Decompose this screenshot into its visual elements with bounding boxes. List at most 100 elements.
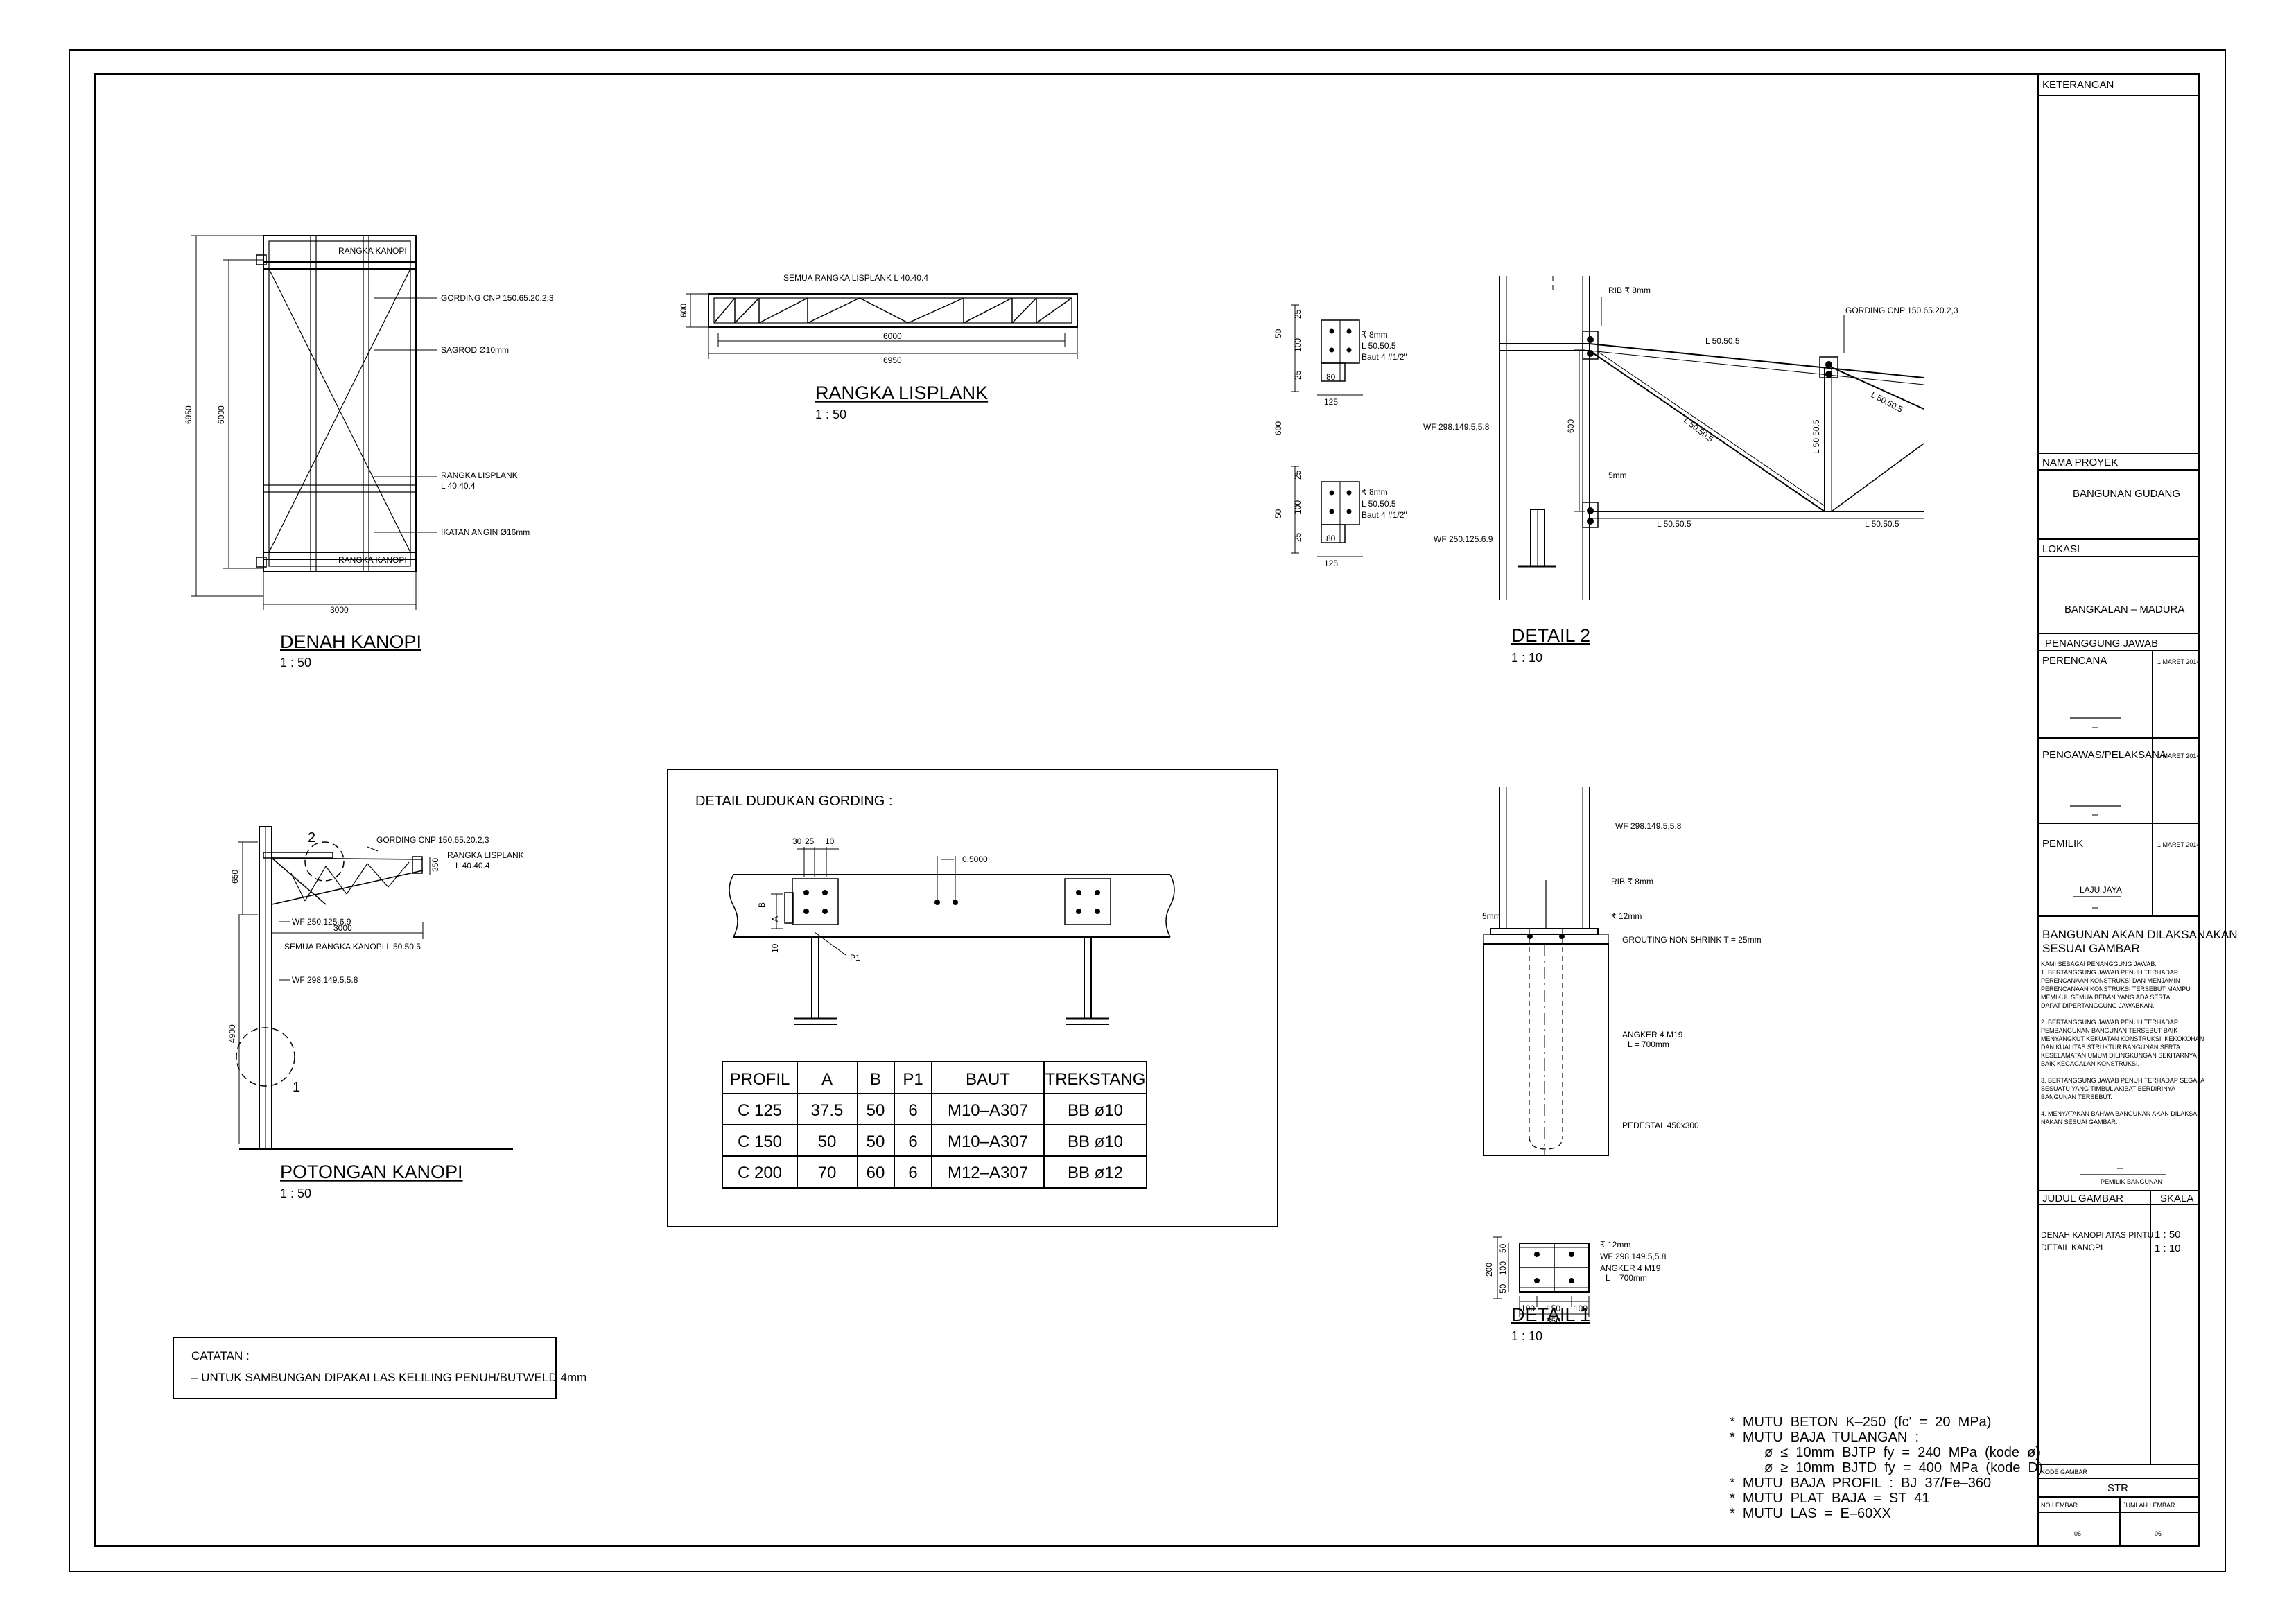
statement-line: PERENCANAAN KONSTRUKSI DAN MENJAMIN (2041, 977, 2180, 984)
d2-dim-50a: 50 (1273, 328, 1283, 338)
catatan-box (173, 1337, 557, 1399)
potongan-dim-4900: 4900 (227, 1024, 237, 1043)
tb-pemilik-date: 1 MARET 2014 (2157, 841, 2200, 848)
tb-jumlah-lembar-label: JUMLAH LEMBAR (2123, 1502, 2175, 1509)
statement-line: SESUATU YANG TIMBUL AKIBAT BERDIRINYA (2041, 1085, 2175, 1092)
table-cell: M10–A307 (948, 1132, 1028, 1151)
denah-ikatan-label: IKATAN ANGIN Ø16mm (441, 527, 530, 537)
table-header-cell: P1 (903, 1070, 923, 1089)
denah-kanopi-drawing (191, 235, 437, 610)
tb-skala-label: SKALA (2160, 1193, 2193, 1204)
d2-dim-25c: 25 (1293, 470, 1303, 480)
d2-l5: L 50.50.5 (1657, 519, 1691, 529)
rangka-lisplank-drawing (686, 293, 1078, 359)
table-cell: BB ø10 (1068, 1132, 1123, 1151)
tb-no-lembar-label: NO LEMBAR (2041, 1502, 2078, 1509)
dudukan-gording-frame (667, 769, 1278, 1227)
d2-dim-100b: 100 (1293, 500, 1303, 514)
potongan-semua: SEMUA RANGKA KANOPI L 50.50.5 (284, 942, 421, 952)
table-cell: M10–A307 (948, 1101, 1028, 1120)
denah-lisplank-label-2: L 40.40.4 (441, 481, 476, 491)
dudukan-bolts (803, 890, 1100, 914)
statement-line: 3. BERTANGGUNG JAWAB PENUH TERHADAP SEGA… (2041, 1077, 2204, 1084)
statement-line: PERENCANAAN KONSTRUKSI TERSEBUT MAMPU (2041, 985, 2191, 992)
dudukan-dim-25: 25 (805, 836, 815, 846)
d2-gording: GORDING CNP 150.65.20.2,3 (1845, 306, 1958, 315)
dudukan-dim-spacing: 0.5000 (962, 855, 988, 864)
detail-2-plates (1291, 304, 1363, 557)
potongan-callout-2: 2 (308, 830, 315, 845)
tb-pemilik-name: LAJU JAYA (2080, 885, 2122, 895)
detail-2-scale: 1 : 10 (1511, 651, 1542, 665)
tb-lokasi-label: LOKASI (2042, 543, 2080, 555)
tb-statement-title-2: SESUAI GAMBAR (2042, 942, 2140, 955)
table-header-cell: B (870, 1070, 881, 1089)
statement-line: 2. BERTANGGUNG JAWAB PENUH TERHADAP (2041, 1019, 2178, 1026)
d2-dim-25d: 25 (1293, 532, 1303, 542)
tb-dash-1: – (2092, 721, 2098, 733)
d1-p-plate: ₹ 12mm (1600, 1240, 1630, 1250)
d2-l6: L 50.50.5 (1865, 519, 1899, 529)
potongan-callout-1: 1 (293, 1080, 300, 1095)
potongan-wf-col: WF 298.149.5,5.8 (292, 975, 358, 985)
denah-gording-label: GORDING CNP 150.65.20.2,3 (441, 293, 554, 303)
d1-p-anchor-2: L = 700mm (1606, 1273, 1647, 1283)
statement-line: KAMI SEBAGAI PENANGGUNG JAWAB: (2041, 961, 2157, 967)
table-cell: 6 (908, 1101, 917, 1120)
table-header-cell: PROFIL (730, 1070, 790, 1089)
d2-weld: 5mm (1608, 471, 1627, 480)
d1-grout: GROUTING NON SHRINK T = 25mm (1622, 935, 1762, 945)
tb-jumlah-lembar: 06 (2155, 1530, 2162, 1537)
tb-keterangan: KETERANGAN (2042, 79, 2114, 91)
d2-plate-6: Baut 4 #1/2" (1362, 510, 1407, 520)
rangka-lisplank-scale: 1 : 50 (815, 408, 846, 421)
potongan-gording-label: GORDING CNP 150.65.20.2,3 (376, 835, 489, 845)
tb-perencana-date: 1 MARET 2014 (2157, 658, 2200, 665)
d1-w-100b: 100 (1574, 1304, 1588, 1313)
denah-rangka-kanopi-top: RANGKA KANOPI (338, 246, 407, 256)
dudukan-dim-ten: 10 (770, 943, 780, 953)
d2-dim-80a: 80 (1326, 372, 1336, 382)
d2-l1: L 50.50.5 (1705, 336, 1740, 346)
tb-dash-4: – (2117, 1162, 2123, 1174)
outer-border (69, 49, 2226, 1572)
d2-dim-80b: 80 (1326, 534, 1336, 543)
table-cell: C 125 (738, 1101, 782, 1120)
potongan-lisplank-label-2: L 40.40.4 (455, 861, 490, 870)
d2-plate-1: ₹ 8mm (1362, 330, 1388, 340)
d2-dim-50b: 50 (1273, 509, 1283, 518)
table-cell: 50 (867, 1132, 885, 1151)
d1-anchor-1: ANGKER 4 M19 (1622, 1030, 1683, 1040)
detail-2-drawing (1499, 276, 1924, 600)
detail-2-title: DETAIL 2 (1511, 625, 1590, 646)
potongan-lisplank-label-1: RANGKA LISPLANK (447, 850, 524, 860)
rangka-lisplank-title: RANGKA LISPLANK (815, 383, 988, 403)
table-cell: 50 (818, 1132, 837, 1151)
material-notes: * MUTU BETON K–250 (fc' = 20 MPa)* MUTU … (1730, 1414, 2043, 1521)
material-note-line: * MUTU PLAT BAJA = ST 41 (1730, 1491, 1929, 1506)
dudukan-gording-drawing (729, 847, 1175, 1025)
d2-dim-125b: 125 (1324, 559, 1338, 568)
denah-sagrod-label: SAGROD Ø10mm (441, 345, 509, 355)
detail-1-title-text: DETAIL 1 (1511, 1304, 1590, 1325)
statement-line: DAPAT DIPERTANGGUNG JAWABKAN. (2041, 1002, 2155, 1009)
material-note-line: * MUTU BAJA TULANGAN : (1730, 1430, 1919, 1445)
tb-nama-proyek-label: NAMA PROYEK (2042, 457, 2118, 468)
lisplank-note: SEMUA RANGKA LISPLANK L 40.40.4 (783, 273, 928, 283)
d2-plate-5: L 50.50.5 (1362, 499, 1396, 509)
material-note-line: ø ≤ 10mm BJTP fy = 240 MPa (kode ø) (1730, 1445, 2040, 1460)
denah-lisplank-label-1: RANGKA LISPLANK (441, 471, 518, 480)
denah-dim-width: 3000 (330, 605, 349, 615)
d2-plate-3: Baut 4 #1/2" (1362, 352, 1407, 362)
table-cell: 50 (867, 1101, 885, 1120)
potongan-kanopi-scale: 1 : 50 (280, 1186, 311, 1200)
statement-line: MENYANGKUT KEKUATAN KONSTRUKSI, KEKOKOHA… (2041, 1035, 2204, 1042)
tb-statement-lines: KAMI SEBAGAI PENANGGUNG JAWAB:1. BERTANG… (2041, 961, 2204, 1125)
d2-wf1: WF 298.149.5,5.8 (1423, 422, 1490, 432)
d1-dim-200: 200 (1484, 1263, 1494, 1277)
statement-line: PEMBANGUNAN BANGUNAN TERSEBUT BAIK (2041, 1027, 2177, 1034)
table-cell: BB ø12 (1068, 1164, 1123, 1182)
statement-line: 4. MENYATAKAN BAHWA BANGUNAN AKAN DILAKS… (2041, 1110, 2199, 1117)
